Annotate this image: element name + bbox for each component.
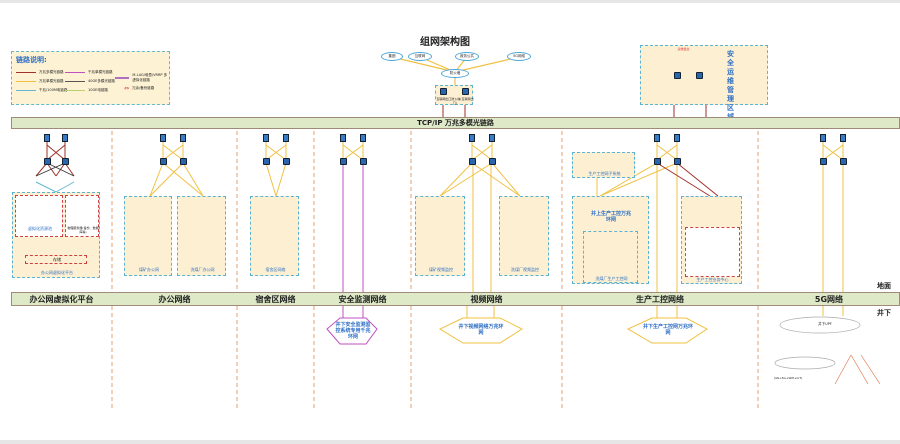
center-servers	[685, 227, 740, 277]
router-icon	[263, 134, 269, 142]
switch-icon	[62, 158, 69, 165]
cloud-node: 集团	[381, 52, 403, 61]
video-subnet: 洗煤厂视频监控	[499, 196, 549, 276]
legend-item: M-LAG/堆叠/VRRP 多虚拟化链路	[115, 73, 170, 83]
diagram-title: 组网架构图	[420, 37, 470, 48]
security-zone	[640, 45, 768, 105]
switch-icon	[820, 158, 827, 165]
underground-label: 井下	[877, 309, 891, 317]
switch-icon	[696, 72, 703, 79]
storage-box: 存储	[25, 255, 87, 264]
legend-item: 千兆/100M电链路	[16, 88, 67, 93]
switch-icon	[44, 158, 51, 165]
legend-item: ⇔冗余/备份链路	[124, 85, 155, 92]
video-ring-label: 井下视频网络万兆环网	[458, 324, 504, 336]
router-icon	[44, 134, 50, 142]
switch-icon	[489, 158, 496, 165]
legend-item: 10GE电链路	[65, 88, 108, 93]
switch-icon	[360, 158, 367, 165]
link-swatch-icon	[16, 80, 36, 83]
switch-icon	[674, 158, 681, 165]
category-video: 视频网络	[470, 295, 503, 304]
router-icon	[654, 134, 660, 142]
resource-pool: 虚拟化资源池	[15, 195, 63, 237]
switch-icon	[180, 158, 187, 165]
category-safety: 安全监测网络	[338, 295, 387, 304]
router-icon	[674, 134, 680, 142]
category-dorm: 宿舍区网络	[255, 295, 296, 304]
router-icon	[180, 134, 186, 142]
video-subnet: 煤矿视频监控	[415, 196, 465, 276]
link-swatch-icon	[16, 71, 36, 74]
router-icon	[360, 134, 366, 142]
cloud-node: 互联网	[408, 52, 432, 61]
prod-ring-label: 井下生产工控网万兆环网	[643, 324, 694, 336]
category-production: 生产工控网络	[636, 295, 684, 304]
safety-ring-label: 井下安全监测监控系统专用千兆环网	[335, 322, 371, 340]
link-swatch-icon	[65, 80, 85, 83]
category-virtual: 办公网虚拟化平台	[29, 295, 94, 304]
office-subnet: 煤矿办公网	[124, 196, 172, 276]
security-zone-label: 安全运维管理区域	[727, 50, 734, 121]
legend-item: 万兆单模光链路	[16, 79, 64, 84]
firewall-icon	[462, 88, 469, 95]
switch-icon	[263, 158, 270, 165]
firewall-icon	[440, 88, 447, 95]
router-icon	[283, 134, 289, 142]
prod-ring-box: 井上生产工控万兆环网 洗煤厂生产工控网	[572, 196, 649, 284]
cloud-hub: 防火墙	[441, 69, 469, 78]
redundant-link-icon: ⇔	[124, 85, 130, 92]
router-icon	[820, 134, 826, 142]
link-swatch-icon	[65, 71, 85, 74]
router-icon	[160, 134, 166, 142]
cloud-node: 5G网络	[507, 52, 531, 61]
plant-box: 洗煤厂生产工控网	[583, 231, 638, 283]
router-icon	[489, 134, 495, 142]
physical-servers: 物理服务器(备份、数据库等)	[65, 195, 99, 237]
router-icon	[62, 134, 68, 142]
backbone-band: TCP/IP 万兆多模光链路	[11, 117, 900, 129]
prod-center-box: 生产工控业务中心	[681, 196, 742, 284]
switch-icon	[340, 158, 347, 165]
switch-icon	[654, 158, 661, 165]
switch-icon	[674, 72, 681, 79]
legend-item: 千兆单模光链路	[65, 70, 113, 75]
category-office: 办公网络	[158, 295, 191, 304]
router-icon	[469, 134, 475, 142]
dorm-subnet: 宿舍区网络	[250, 196, 299, 276]
top-border	[0, 0, 900, 3]
switch-icon	[160, 158, 167, 165]
legend-item: 40GE多模光链路	[65, 79, 115, 84]
link-swatch-icon	[16, 89, 36, 92]
prod-subsystem: 生产工控网子系统	[572, 152, 635, 178]
gateway-box: 互联网出口防火墙(互联网出口)	[435, 85, 474, 105]
ground-label: 地面	[877, 282, 891, 290]
router-icon	[340, 134, 346, 142]
bottom-border	[0, 440, 900, 444]
category-5g: 5G网络	[814, 295, 844, 304]
link-swatch-icon	[65, 89, 85, 92]
virtual-platform-box: 虚拟化资源池 物理服务器(备份、数据库等) 存储 办公网虚拟化平台	[12, 192, 100, 278]
link-swatch-icon	[115, 77, 130, 79]
switch-icon	[283, 158, 290, 165]
switch-icon	[840, 158, 847, 165]
legend: 链路说明: 万兆多模光链路 万兆单模光链路 千兆/100M电链路 千兆单模光链路…	[11, 51, 170, 105]
switch-icon	[469, 158, 476, 165]
legend-item: 万兆多模光链路	[16, 70, 64, 75]
router-icon	[840, 134, 846, 142]
cloud-node: 政务公共	[455, 52, 479, 61]
legend-title: 链路说明:	[16, 56, 47, 64]
office-subnet: 洗煤厂办公网	[177, 196, 226, 276]
